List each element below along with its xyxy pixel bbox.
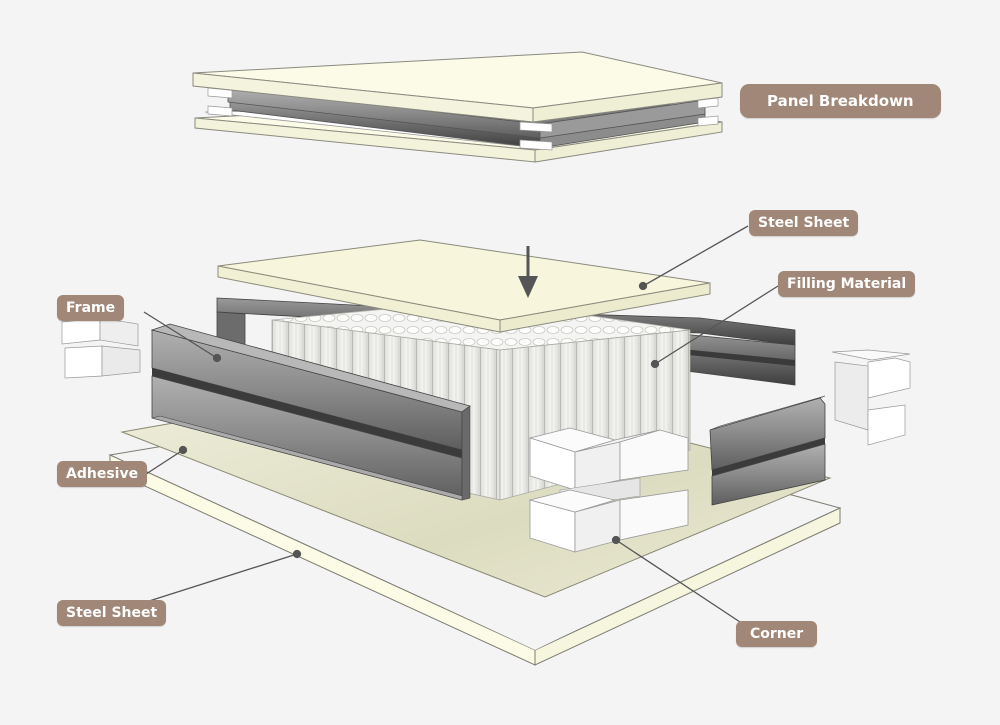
down-arrow-icon bbox=[518, 246, 538, 298]
title-label-panel-breakdown: Panel Breakdown bbox=[740, 84, 941, 118]
label-filling-material: Filling Material bbox=[778, 271, 916, 297]
label-steel-sheet-bottom: Steel Sheet bbox=[57, 600, 167, 626]
left-frame-rail bbox=[150, 323, 471, 501]
bottom-steel-sheet bbox=[108, 399, 842, 666]
assembled-panel bbox=[192, 51, 723, 163]
label-steel-sheet-top: Steel Sheet bbox=[749, 210, 859, 236]
leader-lines bbox=[139, 225, 779, 623]
label-adhesive: Adhesive bbox=[57, 461, 148, 487]
label-frame: Frame bbox=[57, 295, 125, 321]
label-corner: Corner bbox=[736, 621, 818, 647]
left-corner-piece bbox=[61, 317, 141, 379]
top-steel-sheet bbox=[217, 239, 711, 333]
right-frame-rail bbox=[709, 395, 826, 506]
corner-block bbox=[528, 427, 689, 553]
right-corner-piece bbox=[831, 349, 911, 446]
